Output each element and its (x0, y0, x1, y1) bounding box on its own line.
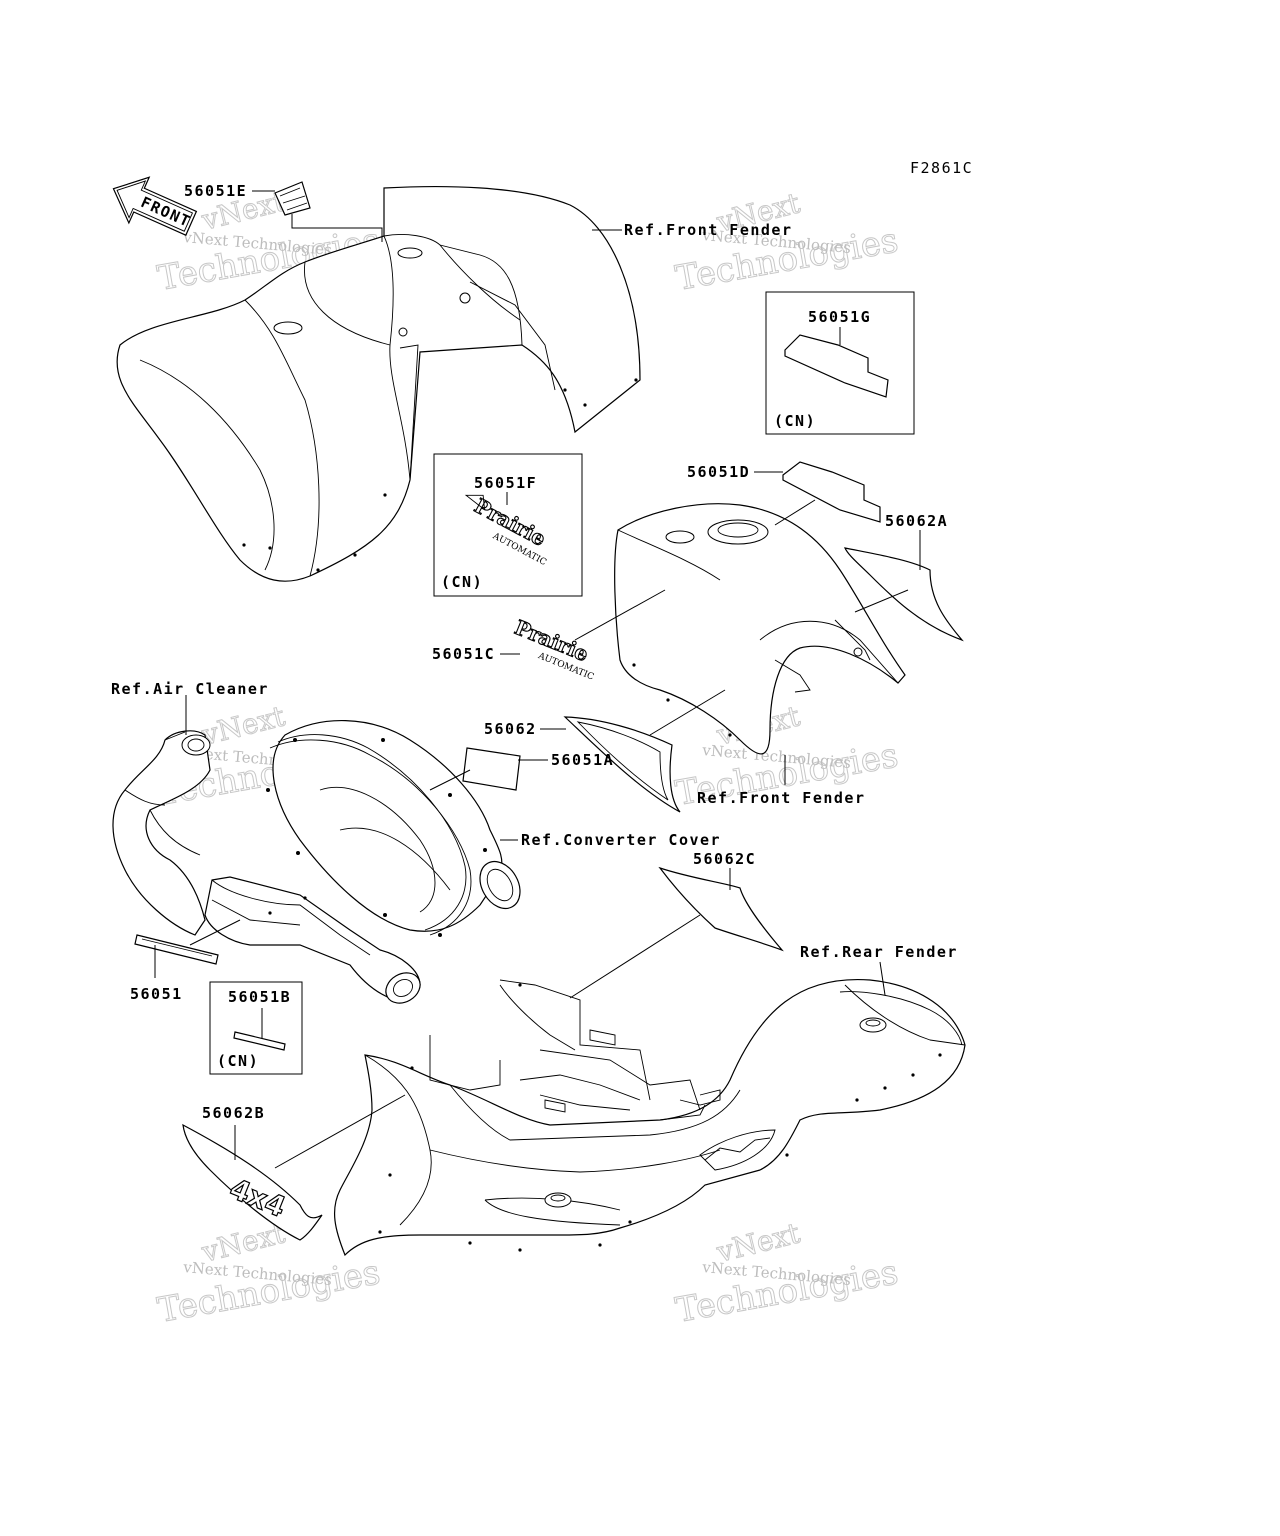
decal-56062 (563, 716, 681, 813)
air-duct (204, 876, 421, 1004)
box-56051b (209, 981, 303, 1075)
leader-56062-fender (649, 689, 726, 736)
watermark-top-right: vNext Technologies vNext Technologies (672, 186, 902, 300)
decal-56051e (274, 181, 311, 216)
box-56051f (433, 453, 583, 597)
leader-56051e-fender (291, 214, 383, 242)
decal-56051g (784, 334, 889, 398)
decal-56051b (233, 1031, 286, 1051)
leader-56051a-cover (429, 769, 471, 791)
label-56051: 56051 (130, 985, 183, 1003)
decal-4x4-text: 4x4 (225, 1172, 290, 1224)
converter-cover (266, 720, 521, 937)
front-direction-arrow: FRONT (112, 176, 198, 236)
label-ref-front-fender-top: Ref.Front Fender (624, 221, 793, 239)
decal-56062c (658, 866, 784, 952)
leader-56051-duct (189, 919, 241, 946)
leader-56051d-fender (774, 499, 816, 526)
watermark-bottom-right: vNext Technologies vNext Technologies (672, 1216, 902, 1332)
label-56051d: 56051D (687, 463, 750, 481)
label-cn-g: (CN) (774, 412, 816, 430)
leader-56051c-fender (574, 589, 666, 641)
label-56051e: 56051E (184, 182, 247, 200)
label-56051a: 56051A (551, 751, 614, 769)
label-56062: 56062 (484, 720, 537, 738)
decal-56062a (843, 547, 964, 642)
label-56051c: 56051C (432, 645, 495, 663)
leader-ref-rear-fender (879, 961, 886, 996)
label-56062b: 56062B (202, 1104, 265, 1122)
label-56051g: 56051G (808, 308, 871, 326)
label-56062c: 56062C (693, 850, 756, 868)
label-ref-rear-fender: Ref.Rear Fender (800, 943, 958, 961)
label-cn-b: (CN) (217, 1052, 259, 1070)
front-fender-mid (614, 503, 906, 755)
label-ref-front-fender-mid: Ref.Front Fender (697, 789, 866, 807)
label-56051b: 56051B (228, 988, 291, 1006)
decal-56051d (782, 461, 881, 523)
leader-56062c-fender (569, 914, 701, 999)
front-fender-top (116, 185, 641, 582)
label-cn-f: (CN) (441, 573, 483, 591)
decal-56051 (134, 934, 219, 965)
label-56051f: 56051F (474, 474, 537, 492)
box-56051g (765, 291, 915, 435)
diagram-code: F2861C (910, 159, 973, 177)
decal-56051a (462, 747, 521, 791)
label-ref-converter-cover: Ref.Converter Cover (521, 831, 721, 849)
air-cleaner (112, 730, 211, 936)
rear-fender (334, 978, 966, 1257)
label-56062a: 56062A (885, 512, 948, 530)
leader-56062b-fender (274, 1094, 406, 1169)
label-ref-air-cleaner: Ref.Air Cleaner (111, 680, 269, 698)
leader-56062a-fender (854, 589, 909, 613)
decal-56051c: Prairie AUTOMATIC (511, 615, 595, 683)
watermark-line1: vNext (198, 699, 289, 752)
